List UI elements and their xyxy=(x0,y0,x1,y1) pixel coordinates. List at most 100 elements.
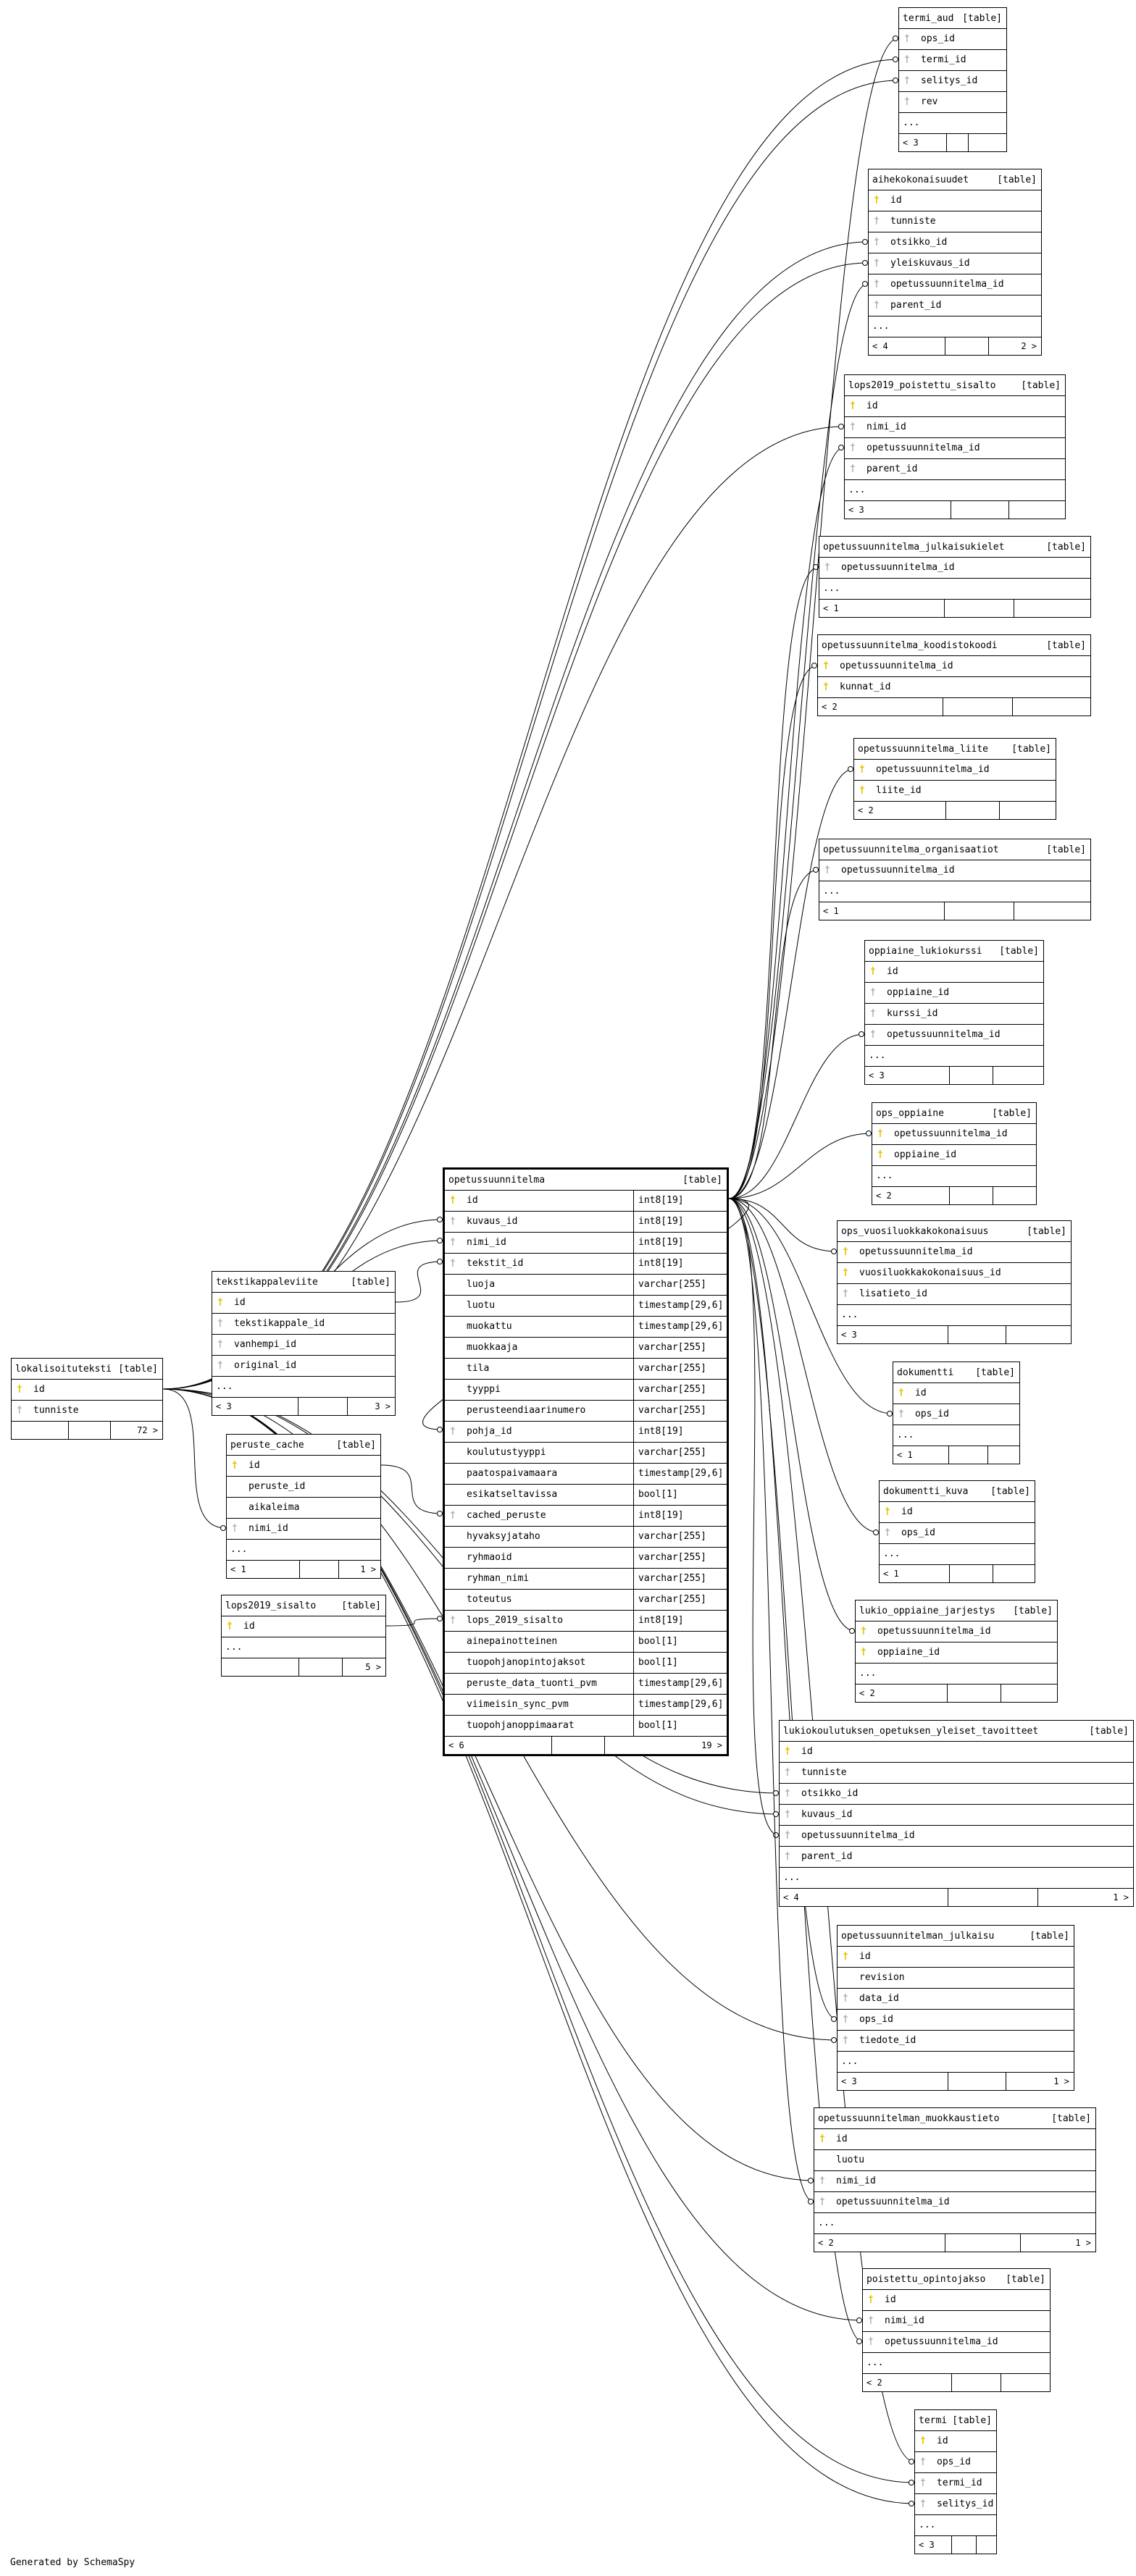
table-tekstikappaleviite[interactable]: tekstikappaleviite[table]†id†tekstikappa… xyxy=(212,1271,396,1416)
table-termi-aud[interactable]: termi_aud[table]†ops_id†termi_id†selitys… xyxy=(898,7,1007,152)
column-row[interactable]: †id xyxy=(222,1616,385,1637)
column-row[interactable]: †otsikko_id xyxy=(869,232,1041,253)
column-row[interactable]: †kurssi_id xyxy=(865,1004,1043,1025)
column-row[interactable]: †id xyxy=(12,1380,162,1401)
column-row[interactable]: †oppiaine_id xyxy=(872,1145,1036,1166)
column-row[interactable]: revision xyxy=(838,1968,1074,1989)
column-row[interactable]: †ops_id xyxy=(899,29,1006,50)
column-row[interactable]: †nimi_id xyxy=(863,2311,1050,2332)
column-row[interactable]: †data_id xyxy=(838,1989,1074,2010)
column-row[interactable]: †opetussuunnitelma_id xyxy=(856,1621,1057,1642)
column-row[interactable]: †ops_id xyxy=(915,2452,996,2473)
column-row[interactable]: †opetussuunnitelma_id xyxy=(814,2192,1095,2213)
column-row[interactable]: †id xyxy=(845,396,1065,417)
column-row[interactable]: †id xyxy=(880,1502,1035,1523)
parents-count[interactable]: < 1 xyxy=(883,1569,899,1579)
children-count[interactable]: 2 > xyxy=(1021,341,1037,351)
parents-count[interactable]: < 2 xyxy=(859,1688,875,1698)
table-ops-vuosiluokkakokonaisuus[interactable]: ops_vuosiluokkakokonaisuus[table]†opetus… xyxy=(837,1220,1072,1344)
column-row[interactable]: †opetussuunnitelma_id xyxy=(869,274,1041,295)
column-row[interactable]: †id xyxy=(212,1293,395,1314)
parents-count[interactable]: < 1 xyxy=(897,1450,913,1460)
table-opetussuunnitelman-muokkaustieto[interactable]: opetussuunnitelman_muokkaustieto[table]†… xyxy=(814,2107,1096,2252)
column-row[interactable]: †opetussuunnitelma_id xyxy=(845,438,1065,459)
column-row[interactable]: †id xyxy=(863,2290,1050,2311)
parents-count[interactable]: < 2 xyxy=(818,2238,834,2248)
column-row[interactable]: †parent_id xyxy=(869,295,1041,316)
column-row[interactable]: †opetussuunnitelma_id xyxy=(854,760,1056,781)
column-row[interactable]: luotu xyxy=(814,2150,1095,2171)
table-dokumentti[interactable]: dokumentti[table]†id†ops_id...< 1 xyxy=(893,1362,1020,1464)
table-ops-oppiaine[interactable]: ops_oppiaine[table]†opetussuunnitelma_id… xyxy=(872,1102,1037,1205)
column-row[interactable]: †nimi_id xyxy=(227,1519,380,1540)
children-count[interactable]: 1 > xyxy=(1053,2076,1069,2086)
table-aihekokonaisuudet[interactable]: aihekokonaisuudet[table]†id†tunniste†ots… xyxy=(868,169,1042,356)
table-lukiokoulutuksen-opetuksen-yleiset-tavoitteet[interactable]: lukiokoulutuksen_opetuksen_yleiset_tavoi… xyxy=(779,1720,1134,1907)
column-row[interactable]: †kunnat_id xyxy=(818,677,1090,698)
column-row[interactable]: †opetussuunnitelma_id xyxy=(863,2332,1050,2353)
column-row[interactable]: †opetussuunnitelma_id xyxy=(819,860,1090,881)
column-row[interactable]: †opetussuunnitelma_id xyxy=(819,558,1090,579)
column-row[interactable]: aikaleima xyxy=(227,1498,380,1519)
parents-count[interactable]: < 2 xyxy=(858,805,874,815)
column-row[interactable]: †liite_id xyxy=(854,781,1056,802)
table-opetussuunnitelma-julkaisukielet[interactable]: opetussuunnitelma_julkaisukielet[table]†… xyxy=(819,536,1091,618)
column-row[interactable]: †opetussuunnitelma_id xyxy=(780,1826,1133,1847)
column-row[interactable]: †vuosiluokkakokonaisuus_id xyxy=(838,1263,1071,1284)
children-count[interactable]: 1 > xyxy=(1075,2238,1091,2248)
parents-count[interactable]: < 3 xyxy=(841,1330,857,1340)
parents-count[interactable]: < 3 xyxy=(919,2540,935,2550)
column-row[interactable]: †rev xyxy=(899,92,1006,113)
column-row[interactable]: †ops_id xyxy=(893,1404,1019,1425)
parents-count[interactable]: < 1 xyxy=(230,1564,246,1574)
parents-count[interactable]: < 2 xyxy=(822,702,838,712)
table-termi[interactable]: termi[table]†id†ops_id†termi_id†selitys_… xyxy=(914,2409,997,2554)
children-count[interactable]: 3 > xyxy=(375,1401,390,1411)
column-row[interactable]: peruste_id xyxy=(227,1477,380,1498)
column-row[interactable]: †tunniste xyxy=(12,1401,162,1422)
column-row[interactable]: †opetussuunnitelma_id xyxy=(865,1025,1043,1046)
parents-count[interactable]: < 3 xyxy=(848,505,864,515)
column-row[interactable]: †oppiaine_id xyxy=(865,983,1043,1004)
table-lukio-oppiaine-jarjestys[interactable]: lukio_oppiaine_jarjestys[table]†opetussu… xyxy=(855,1600,1058,1703)
column-row[interactable]: †id xyxy=(838,1947,1074,1968)
column-row[interactable]: †termi_id xyxy=(899,50,1006,71)
column-row[interactable]: †opetussuunnitelma_id xyxy=(872,1124,1036,1145)
column-row[interactable]: †otsikko_id xyxy=(780,1784,1133,1805)
parents-count[interactable]: < 4 xyxy=(872,341,888,351)
children-count[interactable]: 1 > xyxy=(1113,1892,1129,1902)
column-row[interactable]: †id xyxy=(869,190,1041,211)
parents-count[interactable]: < 2 xyxy=(876,1191,892,1201)
column-row[interactable]: †oppiaine_id xyxy=(856,1642,1057,1664)
column-row[interactable]: †ops_id xyxy=(838,2010,1074,2031)
column-row[interactable]: †opetussuunnitelma_id xyxy=(838,1242,1071,1263)
children-count[interactable]: 5 > xyxy=(365,1662,381,1672)
parents-count[interactable]: < 4 xyxy=(783,1892,799,1902)
children-count[interactable]: 1 > xyxy=(360,1564,376,1574)
column-row[interactable]: †id xyxy=(893,1383,1019,1404)
parents-count[interactable]: < 6 xyxy=(448,1740,464,1750)
column-row[interactable]: †lisatieto_id xyxy=(838,1284,1071,1305)
column-row[interactable]: †tiedote_id xyxy=(838,2031,1074,2052)
